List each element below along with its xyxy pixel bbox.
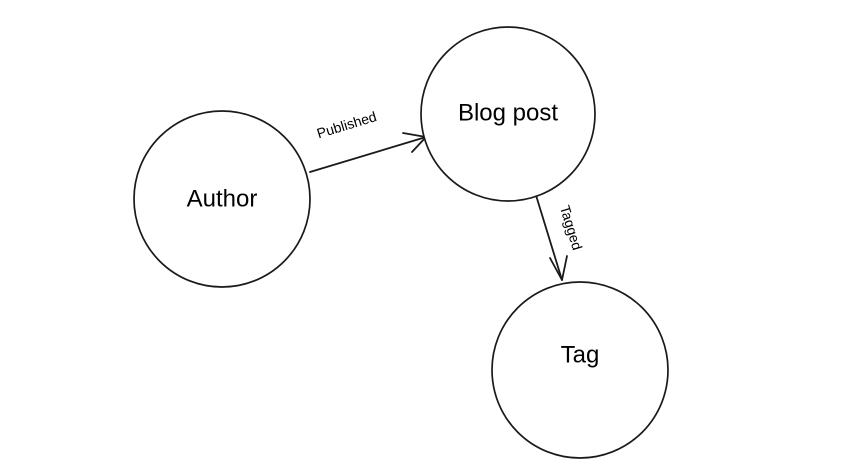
- edge-published-label: Published: [315, 108, 378, 141]
- node-tag[interactable]: Tag: [491, 281, 669, 459]
- edge-published[interactable]: Published: [309, 108, 427, 173]
- node-blog-post[interactable]: Blog post: [420, 26, 596, 202]
- node-author-circle: [133, 110, 311, 288]
- node-tag-label: Tag: [561, 341, 600, 368]
- edge-published-arrowhead: [402, 132, 427, 153]
- edge-tagged[interactable]: Tagged: [534, 191, 586, 281]
- node-tag-circle: [491, 281, 669, 459]
- edge-published-line: [309, 136, 427, 173]
- edge-tagged-label: Tagged: [557, 203, 586, 252]
- node-author[interactable]: Author: [133, 110, 311, 288]
- node-author-label: Author: [187, 185, 258, 212]
- edge-tagged-line: [534, 191, 563, 281]
- edge-tagged-arrowhead: [549, 255, 568, 281]
- node-blog-post-circle: [420, 26, 596, 202]
- node-blog-post-label: Blog post: [458, 99, 558, 126]
